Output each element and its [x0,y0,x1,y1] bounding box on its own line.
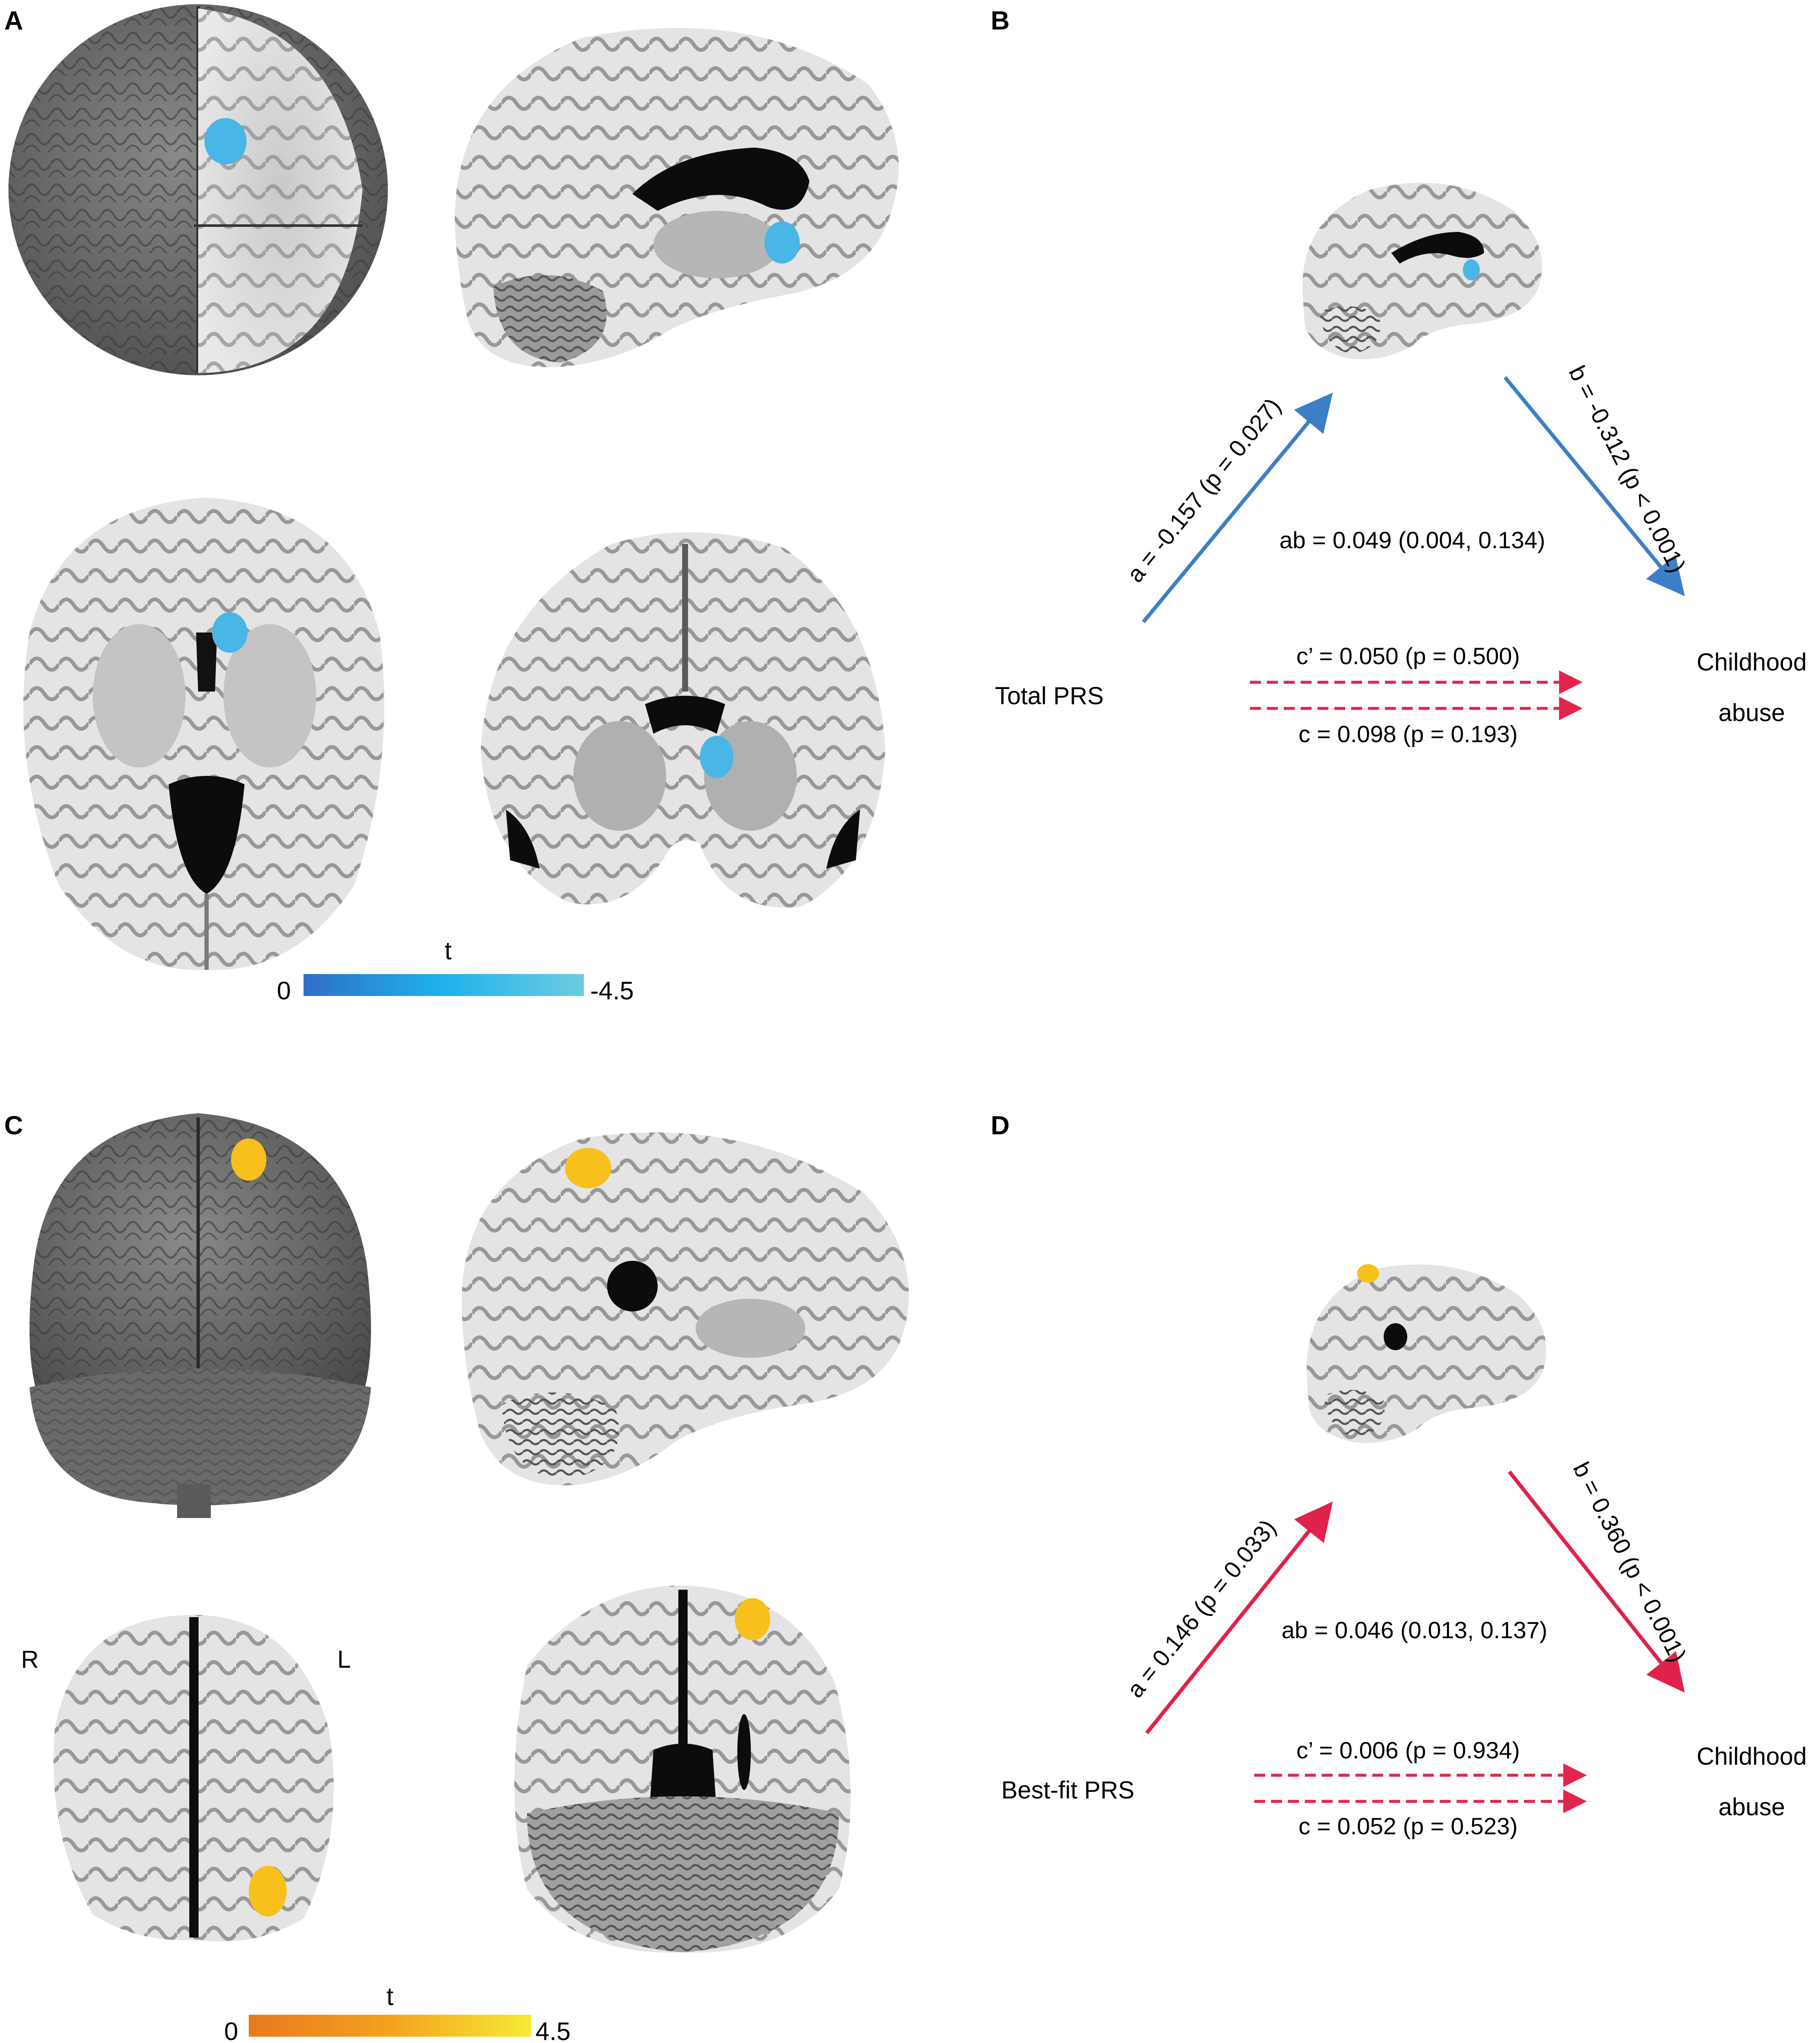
panel-b-path-b-label: b = -0.312 (p < 0.001) [1564,361,1691,577]
panel-a-label: A [4,6,23,35]
panel-c-colorbar-max: 4.5 [535,2017,570,2043]
panel-c-colorbar: t 0 4.5 [224,1982,571,2043]
panel-b-direct-effect-label: c’ = 0.050 (p = 0.500) [1296,643,1520,669]
panel-a-sagittal-slice [454,28,899,367]
panel-b-predictor-node: Total PRS [995,682,1104,710]
panel-c-label: C [4,1111,23,1140]
panel-c-right-hemisphere-label: R [21,1646,39,1673]
panel-b-outcome-node-line2: abuse [1718,699,1785,727]
panel-a-axial-slice [23,498,384,970]
panel-d-direct-effect-label: c’ = 0.006 (p = 0.934) [1296,1737,1520,1763]
panel-d-path-b-label: b = 0.360 (p < 0.001) [1568,1458,1692,1666]
panel-d-path-b-arrow [1508,1470,1685,1693]
panel-c-surface-render [30,1113,371,1518]
panel-b-mediator-sagittal-icon [1302,183,1542,359]
panel-b-path-b-arrow [1503,376,1685,596]
panel-b-total-effect-label: c = 0.098 (p = 0.193) [1298,721,1518,747]
panel-a-colorbar-min: 0 [277,977,291,1005]
panel-c: C R L [4,1111,909,2043]
yellow-cluster-c2 [565,1148,611,1188]
panel-c-axial-slice: R L [21,1615,351,1942]
panel-d-label: D [991,1111,1010,1140]
panel-c-coronal-slice [514,1585,851,1953]
panel-d-indirect-effect-label: ab = 0.046 (0.013, 0.137) [1282,1617,1548,1643]
panel-a-colorbar-title: t [445,937,452,965]
yellow-cluster-c3 [249,1866,287,1916]
yellow-cluster-c4 [735,1598,770,1640]
panel-d-path-a-label: a = 0.146 (p = 0.033) [1121,1514,1281,1702]
panel-d-path-a-arrow [1145,1501,1333,1734]
panel-a-coronal-slice [481,532,885,908]
panel-c-colorbar-gradient [249,2015,531,2037]
panel-d-total-effect-label: c = 0.052 (p = 0.523) [1298,1813,1518,1839]
panel-b-indirect-effect-label: ab = 0.049 (0.004, 0.134) [1280,527,1546,553]
yellow-cluster-d [1357,1264,1379,1283]
yellow-cluster-c1 [231,1139,266,1181]
panel-d: D a = 0.146 (p = 0.033) b = 0.360 (p < 0… [991,1111,1807,1839]
panel-c-left-hemisphere-label: L [337,1646,351,1673]
panel-d-mediator-sagittal-icon [1307,1264,1546,1443]
panel-c-colorbar-title: t [387,1982,394,2011]
panel-c-colorbar-min: 0 [224,2017,238,2043]
blue-cluster-a4 [700,736,734,778]
panel-c-sagittal-slice [461,1132,909,1486]
panel-d-outcome-node-line2: abuse [1718,1793,1785,1821]
panel-a-colorbar-max: -4.5 [590,977,634,1005]
panel-a-colorbar-gradient [304,974,584,996]
panel-a-surface-render [8,4,388,375]
panel-b-label: B [991,6,1010,35]
blue-cluster-b [1463,259,1480,280]
panel-b-path-a-label: a = -0.157 (p = 0.027) [1121,393,1286,587]
panel-a-colorbar: t 0 -4.5 [277,937,634,1005]
panel-a: A [4,4,899,1005]
blue-cluster-a1 [204,118,247,164]
blue-cluster-a2 [764,221,800,264]
panel-b: B a = -0.157 (p = 0.027) b = -0.312 (p <… [991,6,1807,747]
panel-b-outcome-node-line1: Childhood [1696,649,1807,676]
panel-b-path-a-arrow [1142,393,1333,623]
blue-cluster-a3 [212,612,247,653]
panel-d-predictor-node: Best-fit PRS [1001,1777,1134,1804]
panel-d-outcome-node-line1: Childhood [1696,1743,1807,1770]
